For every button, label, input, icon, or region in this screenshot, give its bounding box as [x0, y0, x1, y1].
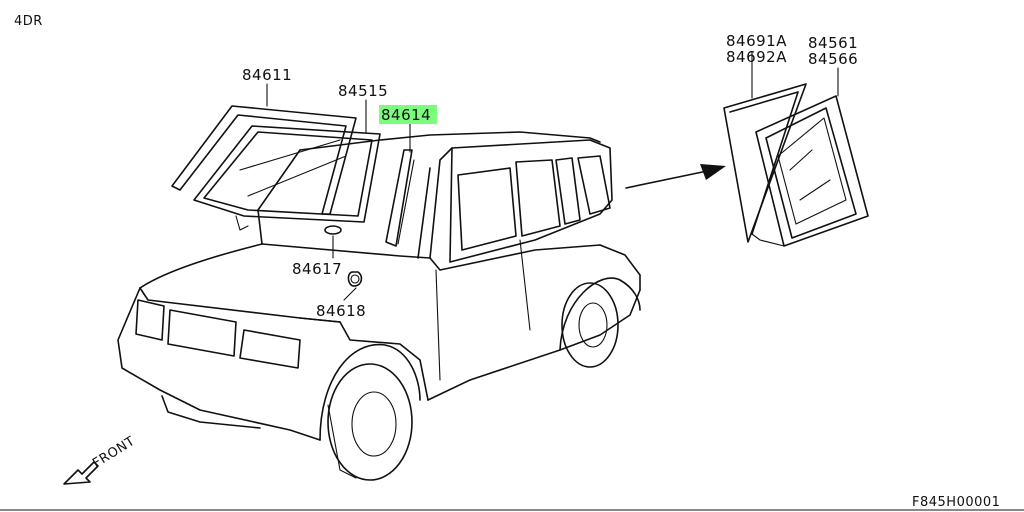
windshield-molding-84611	[171, 105, 357, 215]
callout-84614: 84614	[381, 106, 431, 124]
callout-84566: 84566	[808, 50, 858, 68]
callout-84611: 84611	[242, 66, 292, 84]
callout-84614-highlight	[379, 105, 437, 124]
front-label: FRONT	[90, 434, 138, 472]
front-indicator: FRONT	[63, 434, 138, 485]
grommet-84618	[347, 271, 363, 287]
figure-code: F845H00001	[912, 495, 1000, 510]
callout-84691A: 84691A	[726, 32, 787, 50]
callout-84618: 84618	[316, 302, 366, 320]
detail-arrow	[625, 164, 726, 189]
callout-84515: 84515	[338, 82, 388, 100]
variant-label: 4DR	[14, 14, 43, 29]
clip-84617	[324, 225, 342, 235]
callout-84617: 84617	[292, 260, 342, 278]
vehicle-body	[117, 131, 641, 481]
pillar-molding-84614	[385, 149, 415, 247]
quarter-window-assembly	[723, 83, 869, 247]
leader-lines	[266, 51, 839, 301]
callout-84561: 84561	[808, 34, 858, 52]
callout-84692A: 84692A	[726, 48, 787, 66]
windshield-glass-84515	[193, 125, 381, 231]
